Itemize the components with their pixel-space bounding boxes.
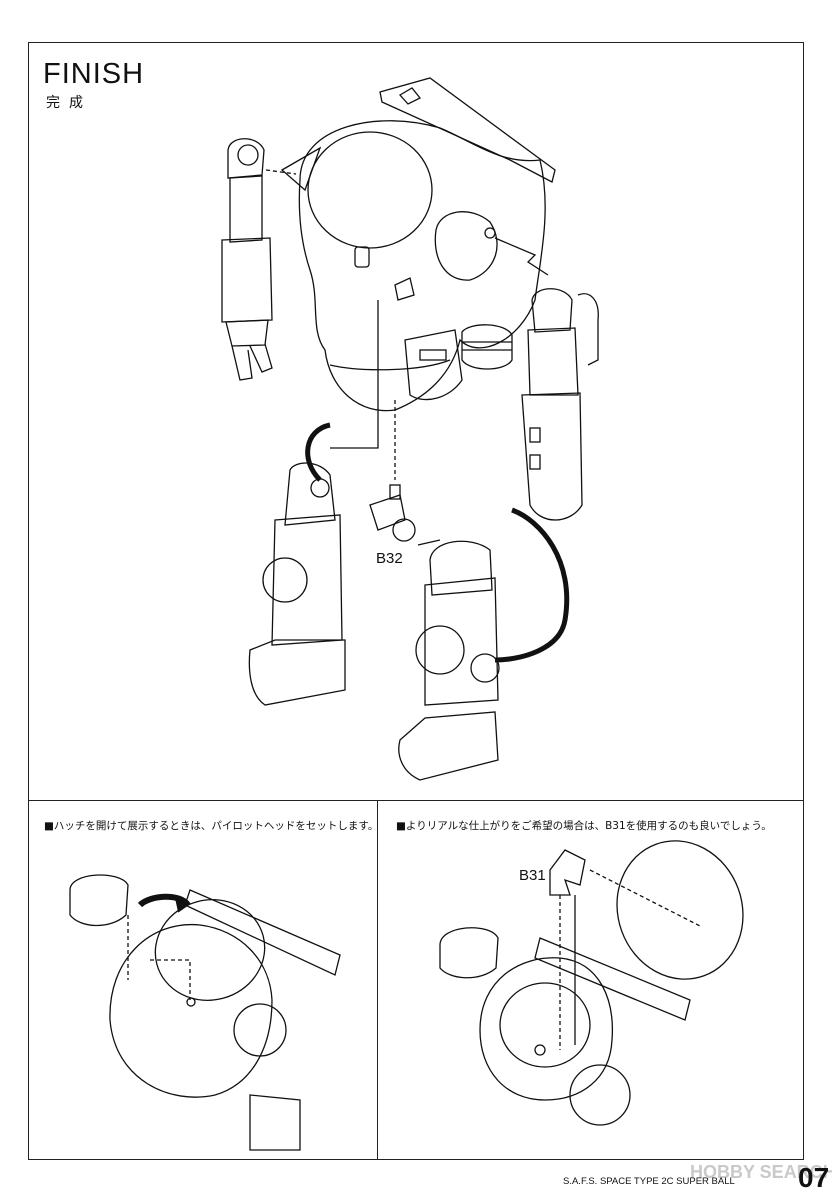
torso-body: [298, 120, 546, 412]
left-arm: [221, 138, 322, 381]
footer-product-name: S.A.F.S. SPACE TYPE 2C SUPER BALL: [563, 1176, 735, 1187]
hatch-plate: [379, 77, 556, 183]
left-leg: [248, 462, 346, 706]
hip-coil: [461, 324, 513, 370]
page-frame: [28, 42, 804, 1160]
hoses: [305, 422, 570, 663]
detail-left-illustration: [69, 874, 341, 1151]
watermark-text: HOBBY SEARCH: [690, 1162, 832, 1182]
shoulder-pod: [434, 211, 549, 281]
page-number: 07: [798, 1162, 830, 1193]
section-divider-horizontal: [28, 800, 804, 801]
page-subtitle: 完成: [46, 95, 92, 111]
detail-right-illustration: [439, 840, 744, 1126]
right-arm: [521, 288, 599, 521]
part-label-b32: B32: [376, 550, 403, 567]
page-title: FINISH: [43, 58, 145, 90]
b32-joint-part: [330, 300, 416, 542]
note-b31-option: ■よりリアルな仕上がりをご希望の場合は、B31を使用するのも良いでしょう。: [396, 820, 772, 832]
part-label-b31: B31: [519, 867, 546, 884]
section-divider-vertical: [377, 800, 378, 1160]
note-pilot-head: ■ハッチを開けて展示するときは、パイロットヘッドをセットします。: [44, 820, 379, 832]
right-leg: [398, 539, 500, 781]
